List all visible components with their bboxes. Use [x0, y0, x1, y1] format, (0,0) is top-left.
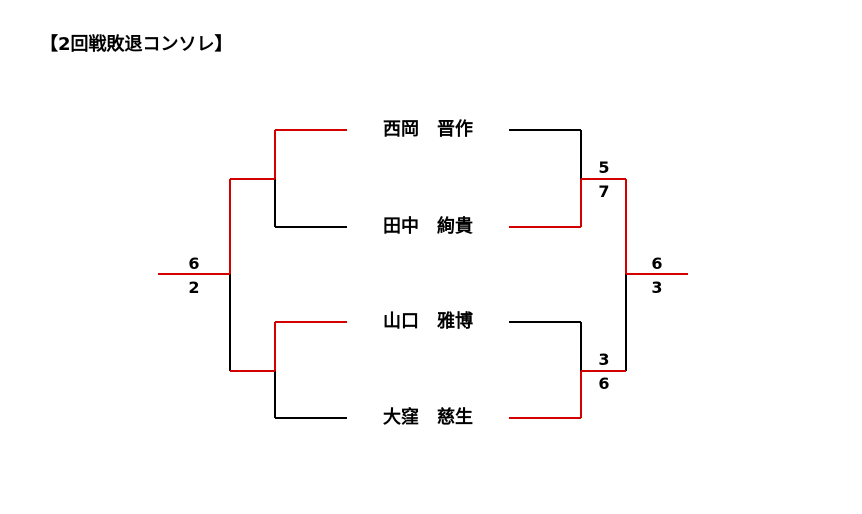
- score-right-top-first: 5: [598, 158, 610, 177]
- score-left-final-top: 6: [188, 254, 200, 273]
- score-right-bottom-second: 6: [598, 374, 610, 393]
- score-right-final-bottom: 3: [651, 278, 663, 297]
- score-right-bottom-first: 3: [598, 350, 610, 369]
- player-name: 西岡 晋作: [383, 119, 473, 140]
- bracket-title: 【2回戦敗退コンソレ】: [40, 34, 233, 55]
- player-name: 山口 雅博: [383, 311, 473, 332]
- player-name: 田中 絢貴: [383, 216, 473, 237]
- score-right-top-second: 7: [598, 182, 610, 201]
- score-left-final-bottom: 2: [188, 278, 200, 297]
- player-name: 大窪 慈生: [383, 407, 473, 428]
- score-right-final-top: 6: [651, 254, 663, 273]
